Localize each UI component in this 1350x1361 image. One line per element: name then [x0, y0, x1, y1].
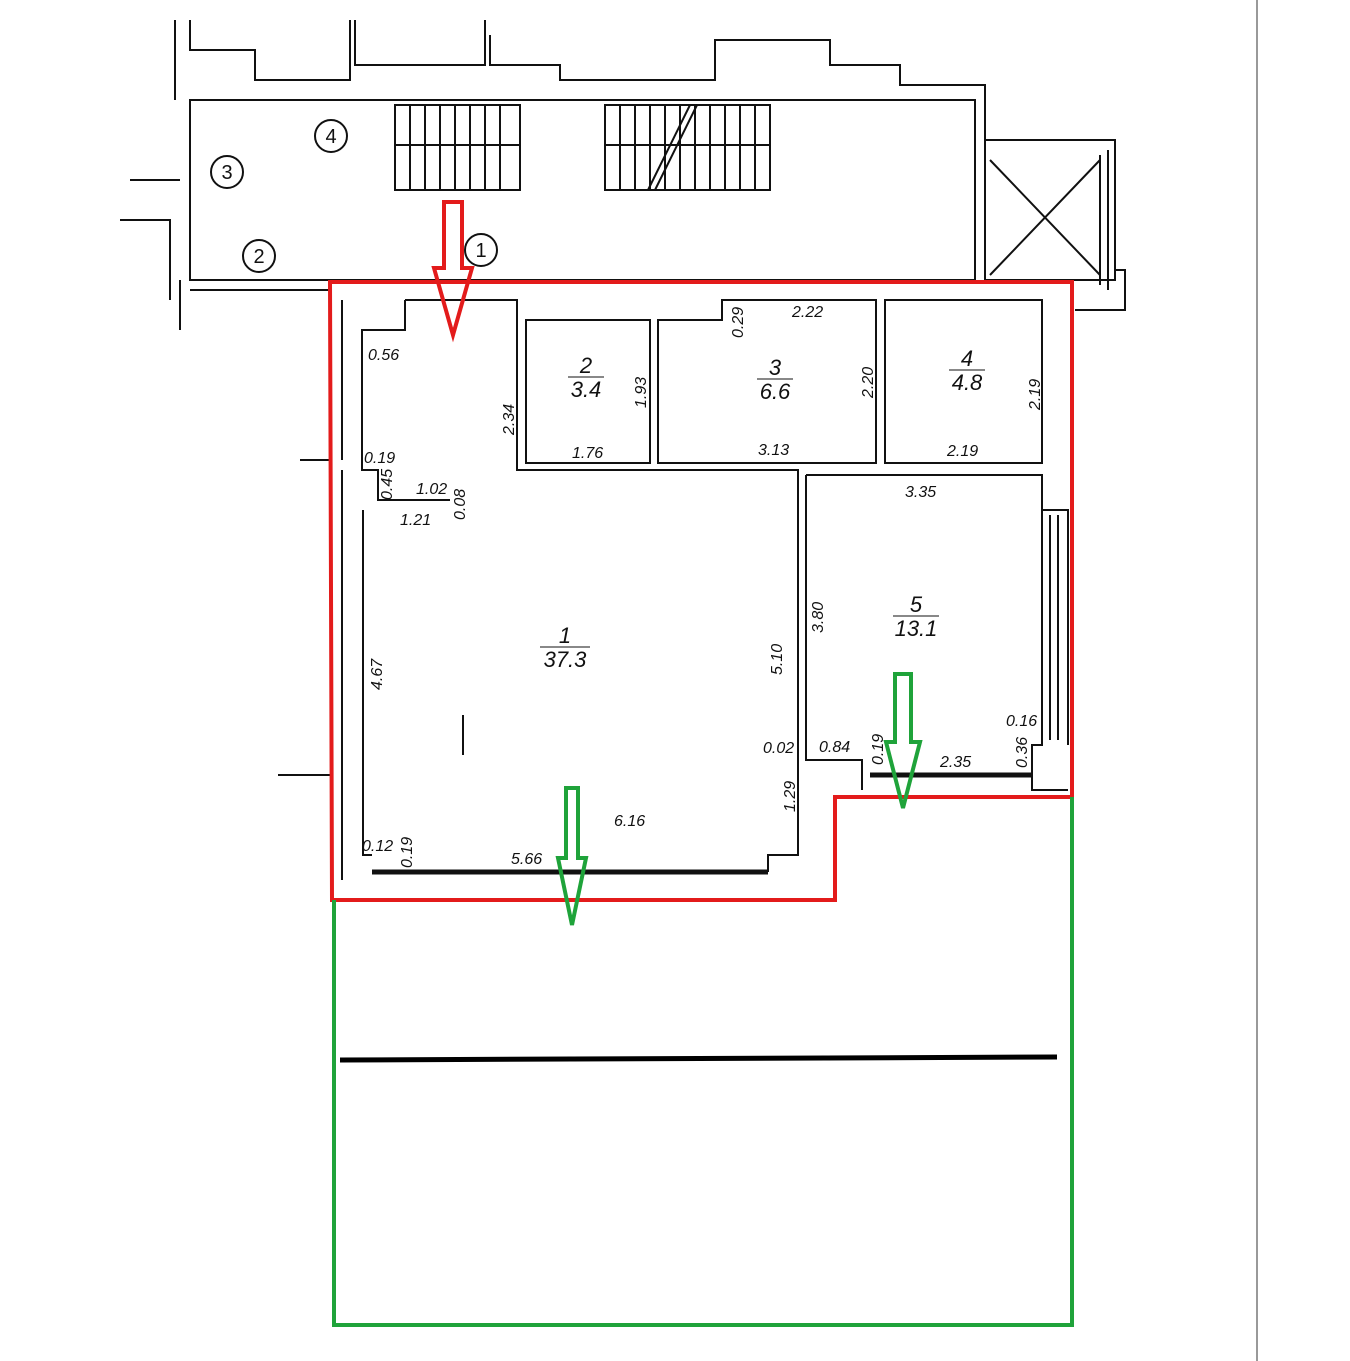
svg-text:4: 4: [961, 346, 973, 371]
dim: 2.34: [501, 404, 518, 436]
dim: 0.29: [730, 307, 747, 338]
terrace-area: [332, 797, 1074, 1327]
dim: 0.02: [763, 740, 794, 757]
dim: 0.08: [452, 489, 469, 520]
dim: 0.56: [368, 347, 399, 364]
svg-text:6.6: 6.6: [760, 379, 791, 404]
dim: 2.19: [1027, 379, 1044, 411]
stair-marker-3: 3: [210, 155, 244, 189]
dim: 3.80: [810, 602, 827, 633]
dim: 0.84: [819, 739, 850, 756]
svg-text:3: 3: [221, 162, 232, 184]
entrance-arrow-icon: [431, 200, 475, 343]
dim: 0.16: [1006, 713, 1037, 730]
dim: 1.29: [782, 781, 799, 812]
stair-marker-1: 1: [464, 233, 498, 267]
corridor: 1 2 3 4: [120, 20, 1126, 330]
svg-text:3: 3: [769, 355, 782, 380]
dim: 0.19: [399, 837, 416, 868]
dim: 4.67: [369, 658, 386, 690]
terrace-divider: [339, 1054, 1058, 1063]
dim: 1.93: [633, 377, 650, 408]
dim: 1.21: [400, 512, 431, 529]
dimension-labels: 0.56 0.19 0.45 1.02 0.08 1.21 2.34 4.67 …: [362, 304, 1044, 868]
dim: 2.35: [939, 754, 971, 771]
room-2-label: 23.4: [568, 353, 604, 402]
stairs: [394, 104, 771, 191]
dim: 2.19: [946, 443, 978, 460]
dim: 6.16: [614, 813, 645, 830]
dim: 2.20: [860, 367, 877, 399]
dim: 1.02: [416, 481, 447, 498]
exit-arrow-icon: [883, 672, 923, 809]
room-3-label: 36.6: [757, 355, 793, 404]
dim: 0.19: [364, 450, 395, 467]
stair-marker-4: 4: [314, 119, 348, 153]
dim: 3.13: [758, 442, 789, 459]
dim: 5.66: [511, 851, 542, 868]
svg-text:2: 2: [253, 246, 264, 268]
apartment-walls: [278, 299, 1069, 880]
dim: 1.76: [572, 445, 603, 462]
room-4-label: 44.8: [949, 346, 985, 395]
svg-text:1: 1: [559, 623, 571, 648]
dim: 3.35: [905, 484, 936, 501]
svg-text:37.3: 37.3: [544, 647, 588, 672]
dim: 2.22: [791, 304, 823, 321]
svg-text:4.8: 4.8: [952, 370, 983, 395]
exit-arrow-icon: [555, 786, 589, 926]
dim: 0.36: [1014, 737, 1031, 768]
dim: 0.12: [362, 838, 393, 855]
svg-text:2: 2: [579, 353, 592, 378]
svg-text:4: 4: [325, 126, 336, 148]
svg-text:3.4: 3.4: [571, 377, 602, 402]
dim: 0.19: [870, 734, 887, 765]
room-1-label: 137.3: [540, 623, 590, 672]
stair-marker-2: 2: [242, 239, 276, 273]
svg-text:5: 5: [910, 592, 923, 617]
dim: 0.45: [379, 469, 396, 500]
dim: 5.10: [769, 644, 786, 675]
svg-text:13.1: 13.1: [895, 616, 938, 641]
room-5-label: 513.1: [893, 592, 939, 641]
svg-text:1: 1: [475, 240, 486, 262]
